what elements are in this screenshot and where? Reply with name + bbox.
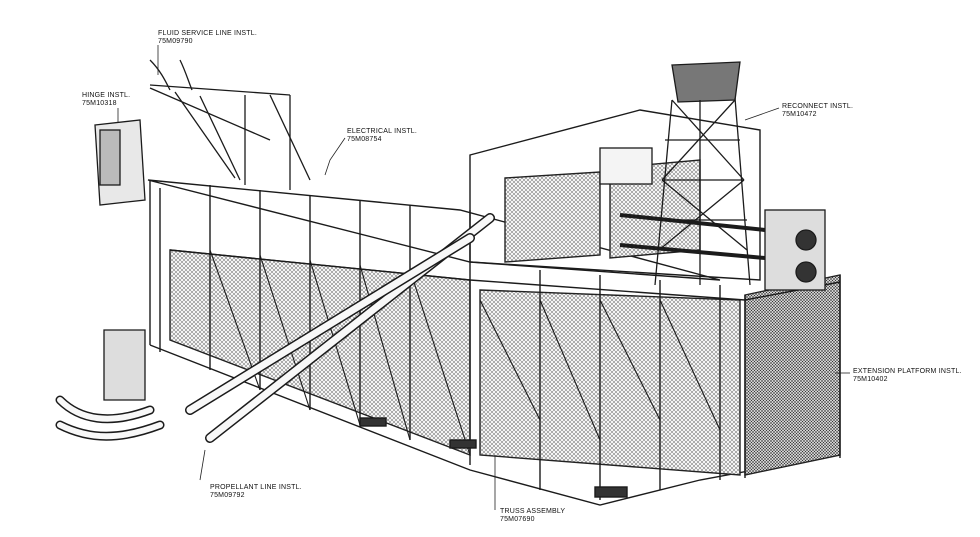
- callout-fluid-service-line: FLUID SERVICE LINE INSTL. 75M09790: [158, 30, 257, 46]
- callout-extension-platform: EXTENSION PLATFORM INSTL. 75M10402: [853, 368, 962, 384]
- callout-title: TRUSS ASSEMBLY: [500, 508, 566, 515]
- callout-code: 75M09792: [210, 492, 245, 499]
- callout-title: FLUID SERVICE LINE INSTL.: [158, 30, 258, 37]
- callout-title: HINGE INSTL.: [82, 92, 131, 99]
- hinge-bracket: [94, 119, 146, 401]
- fluid-service-arm: [149, 59, 311, 190]
- callout-propellant-line: PROPELLANT LINE INSTL. 75M09792: [210, 484, 302, 500]
- truss-frame: [147, 109, 841, 506]
- callout-code: 75M10318: [82, 100, 117, 107]
- callout-code: 75M08754: [347, 136, 382, 143]
- leader-lines: [117, 45, 850, 510]
- callout-electrical: ELECTRICAL INSTL. 75M08754: [347, 128, 417, 144]
- callout-code: 75M10402: [853, 376, 888, 383]
- callout-truss-assembly: TRUSS ASSEMBLY 75M07690: [500, 508, 565, 524]
- callout-code: 75M07690: [500, 516, 535, 523]
- callout-code: 75M09790: [158, 38, 193, 45]
- callout-hinge: HINGE INSTL. 75M10318: [82, 92, 130, 108]
- callout-reconnect: RECONNECT INSTL. 75M10472: [782, 103, 853, 119]
- callout-title: ELECTRICAL INSTL.: [347, 128, 418, 135]
- callout-code: 75M10472: [782, 111, 817, 118]
- callout-title: EXTENSION PLATFORM INSTL.: [853, 368, 962, 375]
- callout-title: RECONNECT INSTL.: [782, 103, 854, 110]
- propellant-lines: [55, 213, 495, 443]
- callout-title: PROPELLANT LINE INSTL.: [210, 484, 302, 491]
- reconnect-tower: [599, 61, 826, 291]
